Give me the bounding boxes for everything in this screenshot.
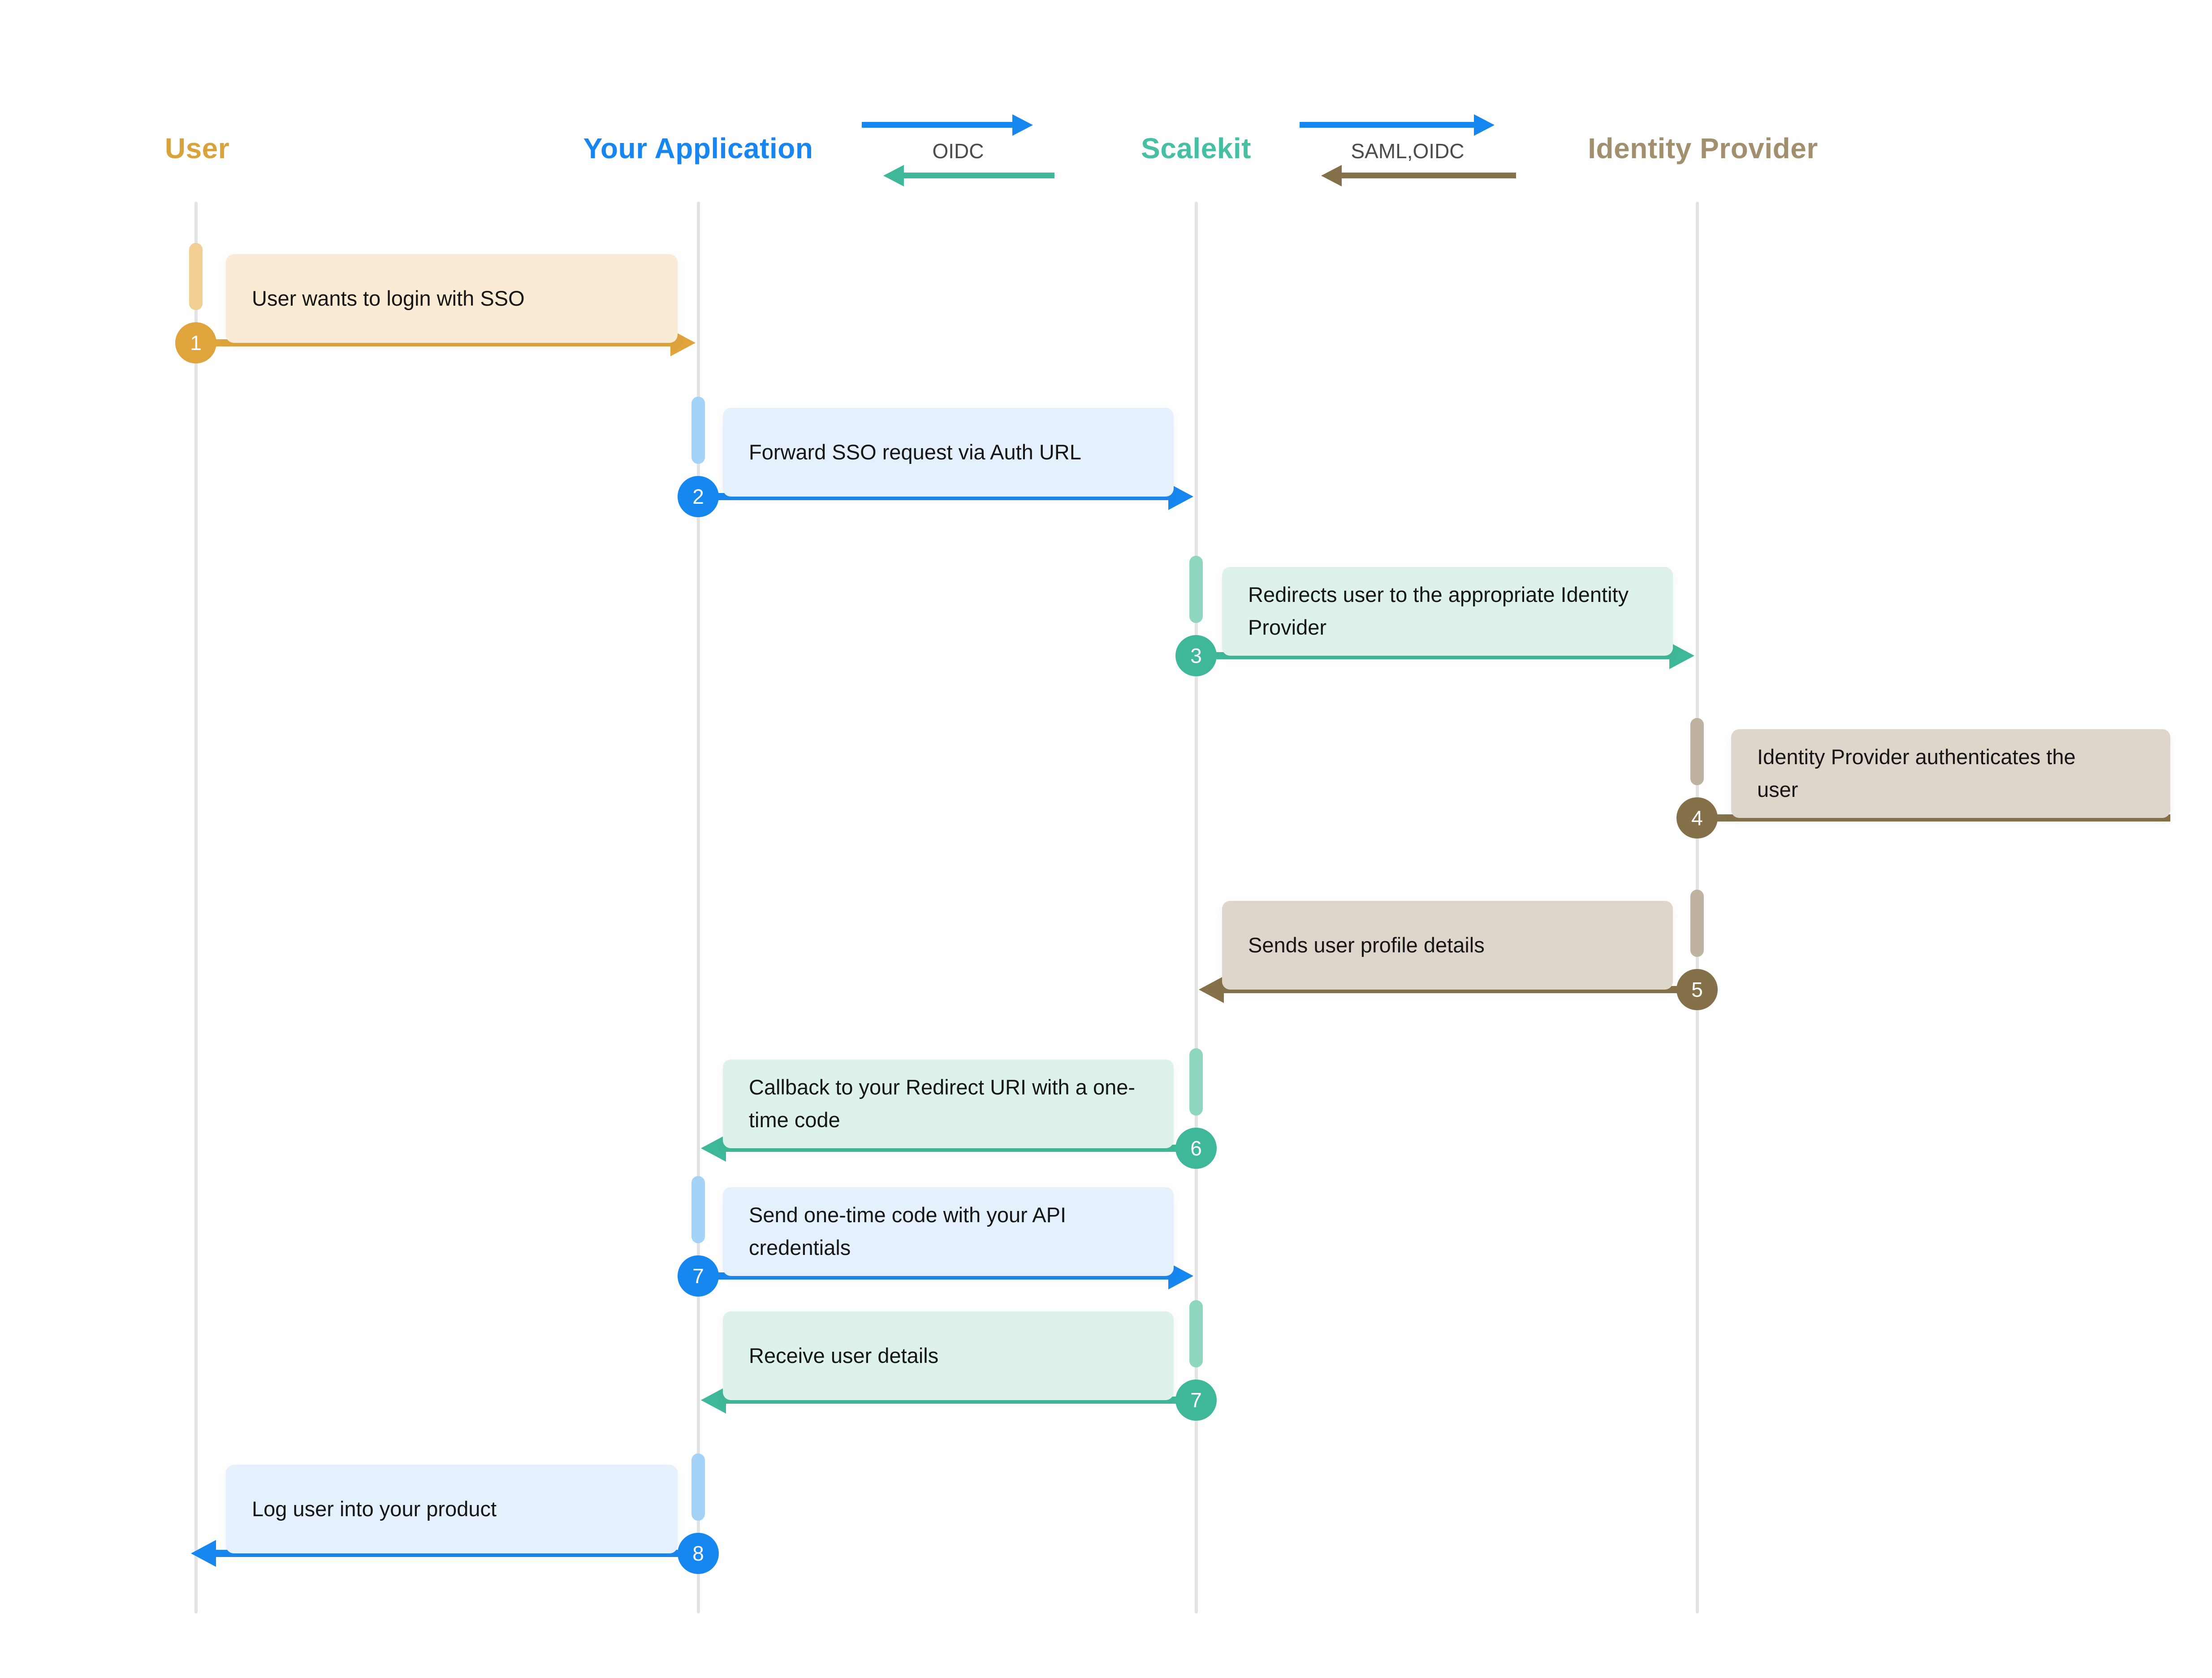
- step-circle: 7: [1175, 1380, 1217, 1421]
- step-number: 5: [1691, 978, 1703, 1001]
- actor-label-scalekit: Scalekit: [1141, 132, 1251, 165]
- step-number: 6: [1190, 1137, 1202, 1160]
- message-text: Send one-time code with your API credent…: [749, 1203, 1067, 1259]
- activation-bar-your-application: [691, 1453, 705, 1521]
- step-circle: 3: [1175, 635, 1217, 676]
- message-text: Callback to your Redirect URI with a one…: [749, 1075, 1136, 1132]
- saml-forward-arrow-icon: [1300, 114, 1495, 136]
- step-number: 4: [1691, 806, 1703, 830]
- lifeline-your-application: [697, 202, 700, 1613]
- activation-bar-identity-provider: [1690, 890, 1704, 957]
- arrow-right-icon: [1669, 642, 1694, 669]
- step-number: 1: [190, 331, 202, 355]
- step-circle: 2: [678, 476, 719, 517]
- actor-your-application-text: Your Application: [583, 132, 813, 164]
- step-circle: 5: [1676, 969, 1718, 1010]
- actor-scalekit-text: Scalekit: [1141, 132, 1251, 164]
- step-circle: 4: [1676, 797, 1718, 839]
- activation-bar-your-application: [691, 1176, 705, 1243]
- message-bubble: Receive user details: [723, 1311, 1174, 1400]
- message-bubble: Sends user profile details: [1222, 901, 1673, 990]
- activation-bar-scalekit: [1189, 556, 1203, 623]
- message-bubble: Log user into your product: [226, 1465, 678, 1553]
- arrow-right-icon: [1474, 114, 1495, 136]
- activation-bar-scalekit: [1189, 1048, 1203, 1116]
- step-number: 2: [692, 485, 704, 508]
- actor-label-identity-provider: Identity Provider: [1588, 132, 1818, 165]
- step-number: 7: [692, 1264, 704, 1288]
- message-text: Log user into your product: [252, 1496, 497, 1521]
- protocol-label-oidc: OIDC: [932, 139, 984, 163]
- arrow-left-icon: [883, 164, 904, 186]
- arrow-right-icon: [1012, 114, 1033, 136]
- message-text: User wants to login with SSO: [252, 286, 525, 310]
- step-number: 7: [1190, 1388, 1202, 1412]
- message-bubble: Identity Provider authenticates the user: [1731, 729, 2170, 818]
- message-text: Redirects user to the appropriate Identi…: [1248, 583, 1629, 639]
- step-circle: 1: [175, 322, 216, 363]
- arrow-left-icon: [1321, 164, 1342, 186]
- message-bubble: Send one-time code with your API credent…: [723, 1187, 1174, 1276]
- activation-bar-identity-provider: [1690, 718, 1704, 785]
- oidc-forward-arrow-icon: [862, 114, 1033, 136]
- step-number: 8: [692, 1542, 704, 1565]
- oidc-back-arrow-icon: [883, 164, 1054, 186]
- actor-label-your-application: Your Application: [583, 132, 813, 165]
- arrow-left-icon: [701, 1387, 726, 1414]
- message-text: Forward SSO request via Auth URL: [749, 440, 1081, 464]
- step-circle: 8: [678, 1533, 719, 1574]
- message-text: Identity Provider authenticates the user: [1757, 745, 2076, 801]
- activation-bar-user: [189, 243, 203, 310]
- message-text: Sends user profile details: [1248, 933, 1485, 957]
- message-bubble: Redirects user to the appropriate Identi…: [1222, 567, 1673, 656]
- activation-bar-your-application: [691, 397, 705, 464]
- step-circle: 7: [678, 1255, 719, 1297]
- step-circle: 6: [1175, 1128, 1217, 1169]
- actor-identity-provider-text: Identity Provider: [1588, 132, 1818, 164]
- step-number: 3: [1190, 644, 1202, 667]
- message-bubble: Callback to your Redirect URI with a one…: [723, 1060, 1174, 1148]
- lifeline-scalekit: [1195, 202, 1198, 1613]
- message-bubble: Forward SSO request via Auth URL: [723, 408, 1174, 497]
- actor-user-text: User: [164, 132, 230, 164]
- arrow-left-icon: [701, 1135, 726, 1162]
- protocol-label-saml-oidc: SAML,OIDC: [1351, 139, 1465, 163]
- lifeline-user: [194, 202, 198, 1613]
- activation-bar-scalekit: [1189, 1300, 1203, 1367]
- message-bubble: User wants to login with SSO: [226, 254, 678, 343]
- message-text: Receive user details: [749, 1343, 939, 1367]
- arrow-left-icon: [1199, 976, 1224, 1003]
- arrow-left-icon: [191, 1540, 216, 1567]
- saml-back-arrow-icon: [1321, 164, 1516, 186]
- actor-label-user: User: [165, 132, 229, 165]
